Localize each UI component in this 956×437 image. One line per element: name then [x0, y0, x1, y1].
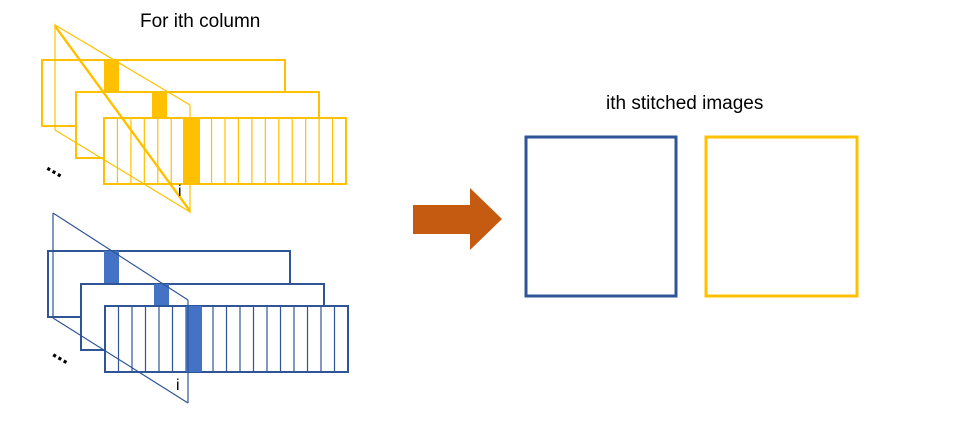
right-arrow-icon [413, 188, 502, 250]
blue-column-front [186, 306, 202, 372]
blue-slice-plane-top-edge [52, 212, 189, 301]
blue-ellipsis: ... [49, 338, 77, 369]
title-right: ith stitched images [606, 93, 763, 114]
yellow-index-label: i [178, 183, 182, 200]
blue-slice-plane-bottom-edge [52, 317, 189, 404]
blue-frame-stack: i ... [47, 212, 349, 404]
stitched-image-blue [524, 135, 678, 298]
yellow-slice-plane-bottom-edge [54, 129, 191, 213]
title-left: For ith column [140, 11, 260, 32]
yellow-frame-stack: i ... [41, 23, 347, 214]
yellow-slice-plane-top-edge [54, 24, 191, 106]
yellow-ellipsis: ... [43, 152, 71, 183]
stitched-image-yellow [704, 135, 859, 298]
blue-index-label: i [176, 377, 180, 394]
yellow-column-front [183, 118, 200, 184]
